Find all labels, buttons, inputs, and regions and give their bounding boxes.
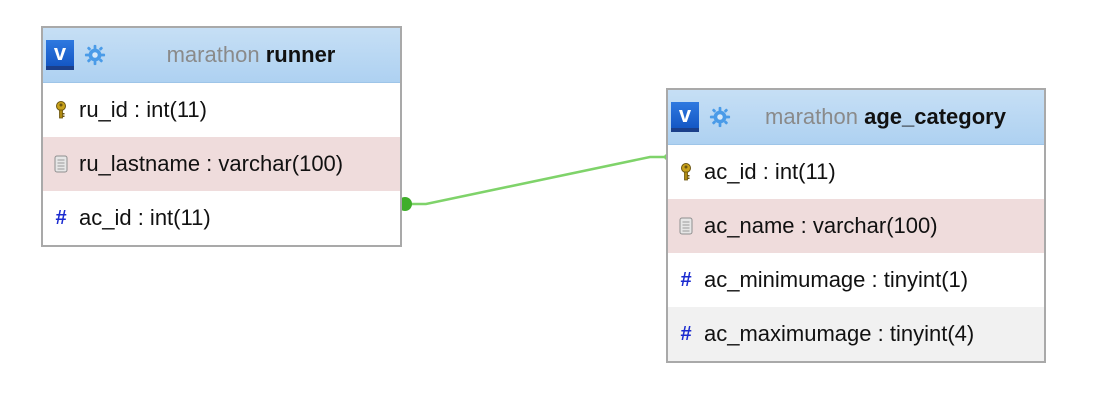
relation-line[interactable]: [406, 155, 668, 206]
field-icon: [51, 153, 71, 175]
column-row[interactable]: # ac_id : int(11): [43, 191, 400, 245]
table-header[interactable]: v m: [43, 28, 400, 83]
column-label: ru_id : int(11): [79, 97, 207, 122]
column-row[interactable]: ru_id : int(11): [43, 83, 400, 137]
table-header[interactable]: v m: [668, 90, 1044, 145]
hash-icon: #: [680, 323, 692, 345]
hash-icon: #: [55, 207, 67, 229]
table-name: runner: [265, 42, 336, 67]
toggle-columns-button[interactable]: v: [671, 102, 699, 132]
column-row[interactable]: ac_id : int(11): [668, 145, 1044, 199]
table-title: marathon runner: [108, 42, 400, 68]
column-row[interactable]: ac_name : varchar(100): [668, 199, 1044, 253]
column-label: ac_maximumage : tinyint(4): [704, 321, 975, 346]
hash-icon: #: [680, 269, 692, 291]
key-icon: [51, 99, 71, 121]
column-row[interactable]: ru_lastname : varchar(100): [43, 137, 400, 191]
field-icon: [676, 215, 696, 237]
table-age-category[interactable]: v m: [666, 88, 1046, 363]
database-name: marathon: [765, 104, 858, 129]
column-label: ac_name : varchar(100): [704, 213, 938, 238]
key-icon: [676, 161, 696, 183]
gear-icon[interactable]: [82, 42, 108, 68]
column-label: ru_lastname : varchar(100): [79, 151, 344, 176]
gear-icon[interactable]: [707, 104, 733, 130]
column-row[interactable]: # ac_minimumage : tinyint(1): [668, 253, 1044, 307]
table-name: age_category: [864, 104, 1006, 129]
column-label: ac_id : int(11): [704, 159, 836, 184]
table-title: marathon age_category: [733, 104, 1044, 130]
table-runner[interactable]: v m: [41, 26, 402, 247]
column-label: ac_minimumage : tinyint(1): [704, 267, 969, 292]
toggle-columns-button[interactable]: v: [46, 40, 74, 70]
column-label: ac_id : int(11): [79, 205, 211, 230]
column-row[interactable]: # ac_maximumage : tinyint(4): [668, 307, 1044, 361]
database-name: marathon: [166, 42, 260, 67]
